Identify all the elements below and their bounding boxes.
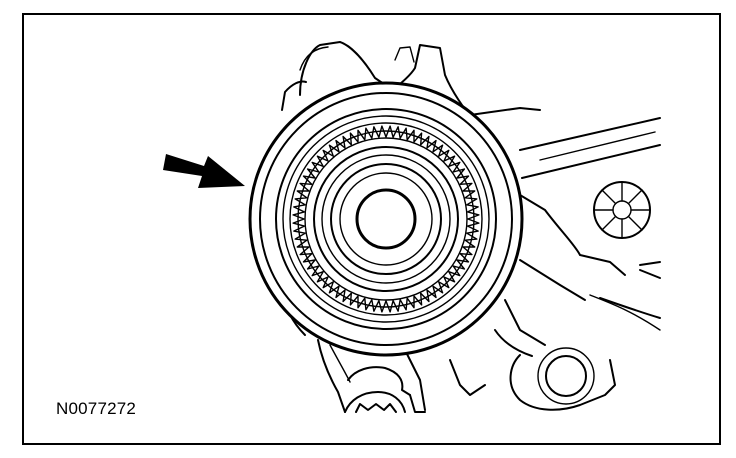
- figure-id-label: N0077272: [56, 399, 137, 418]
- bolt-head-icon: [593, 181, 651, 239]
- arrow-icon: [163, 154, 245, 188]
- housing-casting: [281, 41, 661, 413]
- crankshaft-seal: [248, 81, 524, 357]
